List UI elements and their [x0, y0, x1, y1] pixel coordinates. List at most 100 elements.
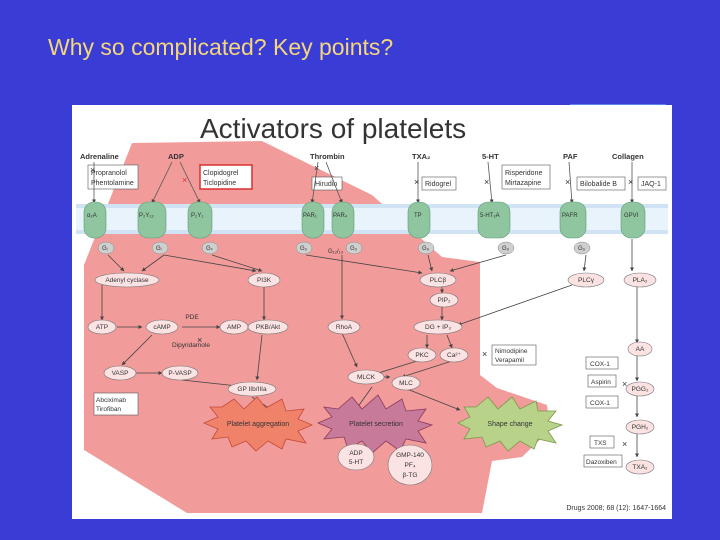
node-mlck	[347, 369, 385, 385]
node-label-pla2: PLA₂	[633, 277, 648, 284]
receptor-group: α₂A P₂Y₁₂ P₂Y₁ PAR₁ PAR₄ TP 5-HT₂A PAFR …	[83, 201, 646, 239]
receptor-label-par1: PAR₁	[303, 213, 317, 219]
agonist-adp: ADP	[168, 152, 184, 161]
box-dazoxiben	[583, 454, 623, 468]
gprotein-gs	[201, 241, 219, 255]
receptor-tp	[407, 201, 431, 239]
node-pkb	[247, 319, 289, 335]
gprotein-gq-e	[573, 241, 591, 255]
box-nimodipine	[491, 344, 537, 366]
drug-mirtazapine: Mirtazapine	[505, 180, 541, 187]
drug-aspirin: Aspirin	[591, 379, 611, 386]
inhibit-mark-adp: ×	[182, 175, 187, 185]
receptor-label-pafr: PAFR	[562, 213, 578, 219]
node-pvasp	[161, 365, 199, 381]
receptor-label-par4: PAR₄	[333, 213, 348, 219]
node-label-pkc: PKC	[415, 352, 429, 359]
receptor-par1	[301, 201, 325, 239]
receptor-pafr	[559, 201, 587, 239]
gprotein-label-g1213: G₁₂/₁₃	[328, 249, 344, 255]
node-label-mlck: MLCK	[357, 374, 376, 381]
secreted-gmp140: GMP-140	[396, 452, 424, 459]
node-label-aa: AA	[636, 346, 645, 353]
gprotein-label-gq-a: G₉	[300, 246, 308, 252]
receptor-label-tp: TP	[414, 213, 422, 219]
node-label-gp2b3a: GP IIb/IIIa	[237, 386, 267, 393]
inhibit-mark-paf: ×	[565, 177, 570, 187]
inhibit-mark-aspirin: ×	[622, 379, 627, 389]
inhibit-mark-dipyridamole: ×	[197, 335, 202, 345]
label-txs: TXS	[594, 440, 607, 447]
figure-heading: Activators of platelets	[200, 113, 466, 144]
node-label-plcg: PLCγ	[578, 277, 595, 284]
inhibit-mark-dazoxiben: ×	[622, 439, 627, 449]
node-label-pgg2: PGG₂	[632, 386, 649, 393]
receptor-par4	[331, 201, 355, 239]
outcome-shape-change: Shape change	[487, 421, 532, 428]
node-pgg2	[625, 381, 655, 397]
aggregation-burst	[202, 396, 314, 452]
secreted-pf4: PF₄	[405, 462, 416, 469]
node-label-rhoa: RhoA	[336, 324, 353, 331]
agonist-txa2: TXA₂	[412, 152, 430, 161]
drug-clopidogrel: Clopidogrel	[203, 170, 239, 177]
gprotein-gi-b	[151, 241, 169, 255]
drug-propranolol: Propranolol	[91, 170, 127, 177]
drug-nimodipine: Nimodipine	[495, 348, 528, 355]
drug-abciximab: Abciximab	[96, 397, 126, 404]
drug-box-ridogrel	[421, 176, 457, 191]
receptor-p2y1	[187, 201, 213, 239]
receptor-p2y12	[137, 201, 167, 239]
node-label-amp: AMP	[227, 324, 241, 331]
receptor-gpvi	[620, 201, 646, 239]
node-label-pi3k: PI3K	[257, 277, 272, 284]
inhibit-mark-txa2: ×	[414, 177, 419, 187]
node-aa	[627, 341, 653, 357]
secreted-btg: β-TG	[403, 472, 418, 479]
node-ca	[439, 347, 469, 363]
drug-dazoxiben: Dazoxiben	[586, 459, 617, 466]
drug-bilobalide: Bilobalide B	[580, 181, 617, 188]
node-label-atp: ATP	[96, 324, 108, 331]
drug-box-serotonin	[501, 164, 551, 190]
label-dipyridamole: Dipyridamole	[172, 342, 210, 349]
receptor-label-a2a: α₂A	[87, 213, 97, 219]
node-label-txa2-product: TXA₂	[632, 464, 648, 471]
receptor-label-gpvi: GPVI	[624, 213, 639, 219]
node-plcb	[419, 272, 457, 288]
inhibit-mark-nimodipine: ×	[482, 349, 487, 359]
box-abciximab	[93, 392, 139, 416]
node-label-plcb: PLCβ	[430, 277, 447, 284]
secreted-adp: ADP	[349, 450, 362, 457]
inhibit-mark-thrombin: ×	[314, 163, 319, 173]
drug-risperidone: Risperidone	[505, 170, 542, 177]
outcome-secretion: Platelet secretion	[349, 421, 403, 428]
node-pla2	[623, 272, 657, 288]
drug-box-adrenergic	[87, 164, 139, 190]
node-label-vasp: VASP	[112, 370, 129, 377]
gprotein-gq-c	[417, 241, 435, 255]
node-mlc	[391, 375, 421, 391]
node-label-camp: cAMP	[153, 324, 170, 331]
gprotein-gq-a	[295, 241, 313, 255]
receptor-label-p2y12: P₂Y₁₂	[139, 213, 154, 219]
slide-title: Why so complicated? Key points?	[48, 34, 394, 60]
node-camp	[145, 319, 179, 335]
label-cox1b: COX-1	[590, 400, 610, 407]
node-adenyl-cyclase	[94, 272, 160, 288]
drug-box-jaq1	[637, 176, 667, 191]
drug-jaq1: JAQ-1	[641, 181, 661, 188]
secreted-adp-5ht	[337, 443, 375, 471]
node-label-pgh2: PGH₂	[632, 424, 649, 431]
drug-phentolamine: Phentolamine	[91, 180, 134, 187]
gprotein-label-gs: Gₛ	[206, 246, 213, 252]
gprotein-label-gq-c: G₉	[422, 246, 430, 252]
pathway-diagram: Activators of platelets Adrenaline ADP T…	[76, 113, 668, 513]
secreted-5ht: 5-HT	[349, 459, 363, 466]
figure-citation: Drugs 2008; 68 (12): 1647-1664	[566, 505, 666, 512]
node-gp2b3a	[227, 381, 277, 397]
agonist-paf: PAF	[563, 152, 578, 161]
drug-verapamil: Verapamil	[495, 357, 524, 364]
node-vasp	[103, 365, 137, 381]
node-pgh2	[625, 419, 655, 435]
